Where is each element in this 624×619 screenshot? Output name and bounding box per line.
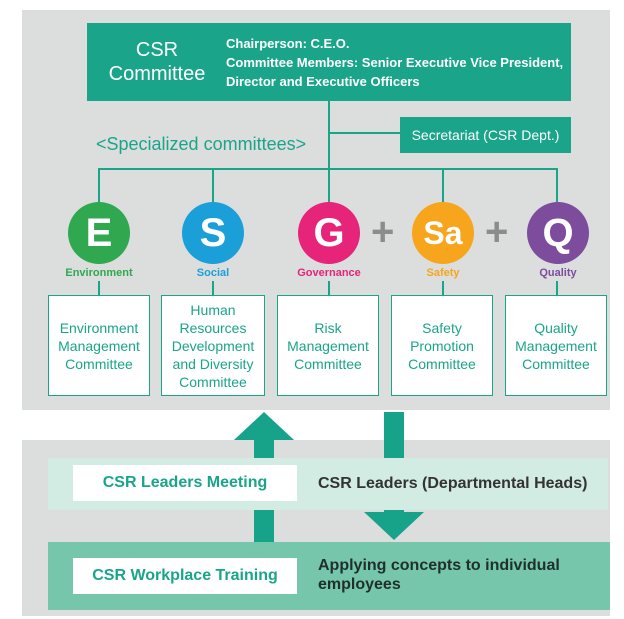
- gov-line1: Risk: [314, 319, 342, 336]
- pillar-s-label: Social: [196, 267, 230, 279]
- up-arrow-head: [234, 412, 294, 440]
- committee-members-line2: Director and Executive Officers: [226, 74, 420, 89]
- connector-secretariat: [328, 132, 400, 134]
- connector-box-s: [212, 281, 214, 295]
- connector-vertical-main: [328, 101, 330, 202]
- connector-sa: [442, 168, 444, 202]
- connector-box-g: [328, 281, 330, 295]
- qual-line2: Management: [515, 337, 597, 354]
- qual-line3: Committee: [522, 355, 590, 372]
- pillar-q-label: Quality: [539, 267, 577, 279]
- env-line1: Environment: [59, 319, 139, 336]
- specialized-heading: <Specialized committees>: [96, 134, 307, 154]
- connector-e: [98, 168, 100, 202]
- social-committee-box: Human Resources Development and Diversit…: [161, 295, 265, 396]
- soc-line2: Resources: [179, 319, 247, 336]
- pillar-g-circle: G: [298, 202, 360, 264]
- pillar-sa-letter: Sa: [423, 214, 463, 251]
- connector-box-q: [556, 281, 558, 295]
- leaders-description: CSR Leaders (Departmental Heads): [318, 475, 588, 492]
- soc-line1: Human: [190, 301, 236, 318]
- pillar-e-circle: E: [68, 202, 130, 264]
- soc-line5: Committee: [179, 373, 247, 390]
- committee-title-line2: Committee: [108, 63, 206, 85]
- governance-committee-box: Risk Management Committee: [277, 295, 379, 396]
- workplace-description: Applying concepts to individual employee…: [318, 556, 560, 594]
- gov-line3: Committee: [294, 355, 362, 372]
- secretariat-box: Secretariat (CSR Dept.): [400, 117, 571, 153]
- pillar-sa-label: Safety: [426, 267, 460, 279]
- soc-line4: and Diversity: [172, 355, 254, 372]
- workplace-desc-line2: employees: [318, 576, 401, 593]
- workplace-training-label: CSR Workplace Training: [92, 567, 278, 584]
- quality-committee-box: Quality Management Committee: [505, 295, 607, 396]
- pillar-s-letter: S: [199, 210, 227, 255]
- pillar-s-circle: S: [182, 202, 244, 264]
- saf-line3: Committee: [408, 355, 476, 372]
- pillar-g-label: Governance: [297, 267, 361, 279]
- pillar-sa-circle: Sa: [412, 202, 474, 264]
- soc-line3: Development: [171, 337, 255, 354]
- connector-box-sa: [442, 281, 444, 295]
- csr-committee-box: CSR Committee Chairperson: C.E.O. Commit…: [87, 23, 571, 101]
- env-line2: Management: [58, 337, 140, 354]
- pillar-g-letter: G: [313, 210, 345, 255]
- environment-committee-box: Environment Management Committee: [48, 295, 150, 396]
- pillar-q-letter: Q: [542, 210, 574, 255]
- down-arrow-head: [364, 512, 424, 540]
- committee-members-line1: Committee Members: Senior Executive Vice…: [226, 55, 564, 70]
- safety-committee-box: Safety Promotion Committee: [391, 295, 493, 396]
- connector-s: [212, 168, 214, 202]
- pillar-e-label: Environment: [65, 267, 133, 279]
- committee-title-line1: CSR: [135, 39, 179, 61]
- leaders-meeting-label: CSR Leaders Meeting: [102, 474, 268, 491]
- pillar-e-letter: E: [85, 210, 113, 255]
- committee-chair: Chairperson: C.E.O.: [226, 36, 350, 51]
- plus-sign-2: +: [485, 210, 509, 254]
- workplace-training-box: CSR Workplace Training: [73, 558, 297, 594]
- connector-box-e: [98, 281, 100, 295]
- qual-line1: Quality: [534, 319, 578, 336]
- plus-sign-1: +: [371, 210, 395, 254]
- saf-line1: Safety: [422, 319, 462, 336]
- saf-line2: Promotion: [410, 337, 474, 354]
- connector-horizontal: [98, 168, 558, 170]
- secretariat-label: Secretariat (CSR Dept.): [411, 127, 560, 143]
- leaders-meeting-box: CSR Leaders Meeting: [73, 465, 297, 501]
- pillar-q-circle: Q: [527, 202, 589, 264]
- workplace-desc-line1: Applying concepts to individual: [318, 557, 560, 574]
- connector-q: [556, 168, 558, 202]
- env-line3: Committee: [65, 355, 133, 372]
- gov-line2: Management: [287, 337, 369, 354]
